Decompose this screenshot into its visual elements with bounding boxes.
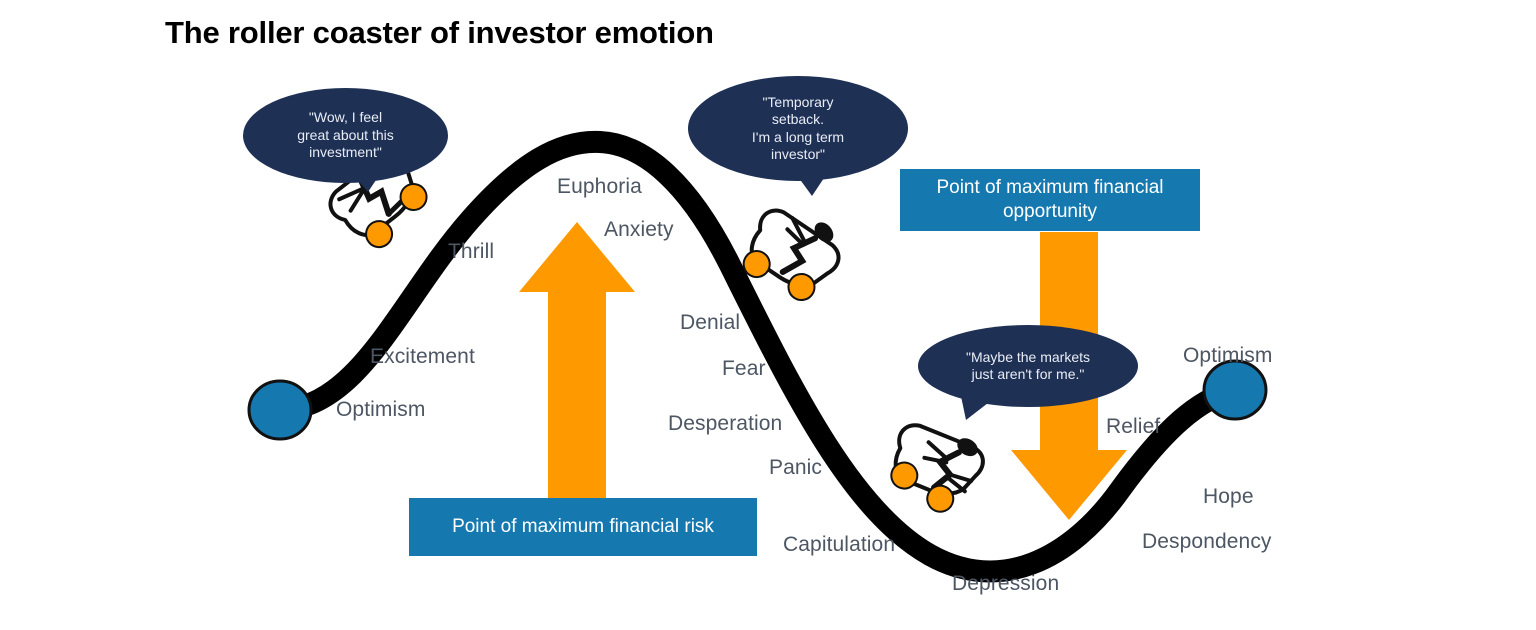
rider-descending-icon bbox=[742, 208, 841, 302]
bubble-markets-not-for-me-text: "Maybe the markets just aren't for me." bbox=[965, 348, 1091, 383]
emotion-label-depression: Depression bbox=[952, 572, 1060, 595]
emotion-label-relief: Relief bbox=[1106, 415, 1161, 438]
emotion-label-despondency: Despondency bbox=[1142, 530, 1272, 553]
emotion-label-desperation: Desperation bbox=[668, 412, 783, 435]
risk-arrow-up-icon bbox=[519, 222, 635, 505]
bubble-markets-not-for-me: "Maybe the markets just aren't for me." bbox=[918, 325, 1138, 407]
emotion-label-capitulation: Capitulation bbox=[783, 533, 896, 556]
emotion-label-fear: Fear bbox=[722, 357, 766, 380]
emotion-label-panic: Panic bbox=[769, 456, 823, 479]
emotion-label-hope: Hope bbox=[1203, 485, 1254, 508]
emotion-label-euphoria: Euphoria bbox=[557, 175, 642, 198]
emotion-label-denial: Denial bbox=[680, 311, 741, 334]
callout-max-opportunity-label: Point of maximum financial opportunity bbox=[936, 176, 1164, 222]
bubble-wow-great-investment: "Wow, I feel great about this investment… bbox=[243, 88, 448, 183]
callout-max-risk-label: Point of maximum financial risk bbox=[452, 515, 714, 537]
end-node-icon bbox=[1202, 359, 1268, 421]
callout-max-opportunity: Point of maximum financial opportunity bbox=[900, 169, 1200, 231]
emotion-label-anxiety: Anxiety bbox=[604, 218, 674, 241]
emotion-label-excitement: Excitement bbox=[370, 345, 475, 368]
callout-max-risk: Point of maximum financial risk bbox=[409, 498, 757, 556]
bubble-temporary-setback: "Temporary setback. I'm a long term inve… bbox=[688, 76, 908, 181]
page-title: The roller coaster of investor emotion bbox=[165, 15, 714, 50]
emotion-label-optimism-start: Optimism bbox=[336, 398, 426, 421]
start-node-icon bbox=[247, 379, 313, 441]
coaster-curve-path bbox=[269, 130, 1246, 583]
bubble-temporary-setback-text: "Temporary setback. I'm a long term inve… bbox=[751, 93, 845, 163]
emotion-label-optimism-end: Optimism bbox=[1183, 344, 1273, 367]
rider-bottom-icon bbox=[890, 423, 985, 513]
emotion-label-thrill: Thrill bbox=[448, 240, 495, 263]
bubble-wow-great-investment-text: "Wow, I feel great about this investment… bbox=[297, 109, 394, 161]
